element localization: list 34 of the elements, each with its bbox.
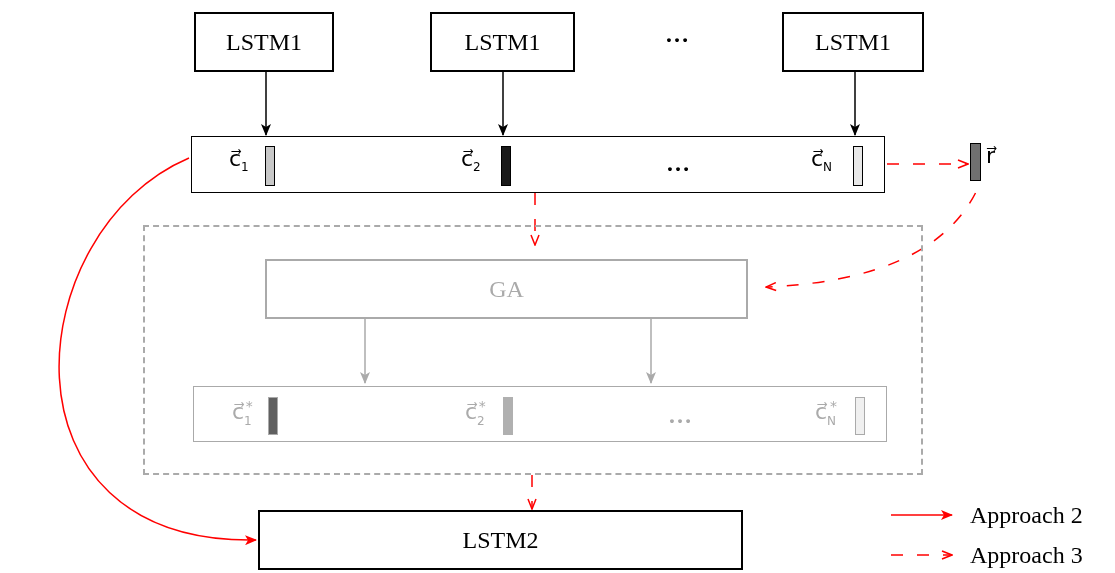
vector-box xyxy=(191,136,885,193)
arrow xyxy=(527,474,537,510)
lstm-box: LSTM1 xyxy=(194,12,334,72)
arrow xyxy=(530,192,540,246)
vector-bar xyxy=(265,146,275,186)
vector-bar xyxy=(268,397,278,435)
arrow xyxy=(646,316,656,384)
ellipsis: … xyxy=(668,403,692,427)
vector-bar xyxy=(853,146,863,186)
legend-text: Approach 3 xyxy=(970,543,1083,567)
ellipsis: … xyxy=(665,22,689,46)
ga-box: GA xyxy=(265,259,748,319)
vector-bar xyxy=(501,146,511,186)
vector-bar xyxy=(970,143,981,181)
arrow xyxy=(261,71,271,136)
legend-text: Approach 2 xyxy=(970,503,1083,527)
arrow xyxy=(498,71,508,136)
arrow xyxy=(850,71,860,136)
arrow xyxy=(360,316,370,384)
lstm-box: LSTM2 xyxy=(258,510,743,570)
lstm-box: LSTM1 xyxy=(430,12,575,72)
arrow xyxy=(886,159,969,169)
vector-label: r⃗ xyxy=(986,142,996,167)
ellipsis: … xyxy=(666,151,690,175)
vector-label: c⃗$_{1}$ xyxy=(229,145,249,174)
vector-label: c⃗$_{N}$ xyxy=(811,145,833,174)
lstm-box: LSTM1 xyxy=(782,12,924,72)
arrow xyxy=(765,192,977,292)
vector-bar xyxy=(503,397,513,435)
vector-label: c⃗$_{2}$ xyxy=(461,145,481,174)
vector-box xyxy=(193,386,887,442)
arrow xyxy=(58,157,257,545)
vector-bar xyxy=(855,397,865,435)
dashed-group-box xyxy=(143,225,923,475)
